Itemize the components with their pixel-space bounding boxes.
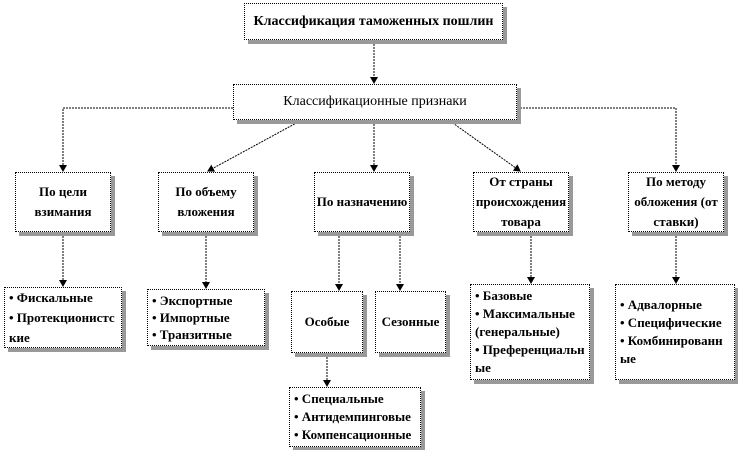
title-box: Классификация таможенных пошлин xyxy=(244,3,503,40)
criteria-box: Классификационные признаки xyxy=(233,84,517,120)
list-item: • Преференциальные xyxy=(475,342,585,375)
criteria-label: Классификационные признаки xyxy=(283,94,467,109)
list-method: • Адвалорные • Специфические • Комбиниро… xyxy=(615,284,735,380)
category-label: По назначению xyxy=(316,194,408,209)
category-method: По методу обложения (от ставки) xyxy=(628,172,724,232)
list-item: • Импортные xyxy=(152,310,230,325)
list-item: • Антидемпинговые xyxy=(294,409,411,424)
list-item: • Компенсационные xyxy=(294,427,412,442)
child-label: Особые xyxy=(304,314,350,329)
list-origin: • Базовые • Максимальные (генеральные) •… xyxy=(470,284,590,380)
list-purpose: • Фискальные • Протекционистские xyxy=(4,287,122,348)
category-volume: По объему вложения xyxy=(158,172,254,232)
arrow xyxy=(59,107,233,172)
list-item: • Базовые xyxy=(475,288,533,303)
list-item: • Транзитные xyxy=(152,327,232,342)
list-item: • Специфические xyxy=(620,315,722,330)
category-label: По методу обложения (от ставки) xyxy=(634,174,718,229)
arrow xyxy=(207,120,301,172)
arrow xyxy=(517,107,680,172)
special-box: Особые xyxy=(291,291,363,353)
category-label: От страны происхождения товара xyxy=(475,174,567,229)
list-item: • Фискальные xyxy=(9,289,93,305)
category-label: По цели взимания xyxy=(34,184,92,219)
list-item: • Максимальные (генеральные) xyxy=(475,306,575,339)
category-label: По объему вложения xyxy=(175,184,237,219)
list-item: • Комбинированные xyxy=(620,333,723,366)
title: Классификация таможенных пошлин xyxy=(253,13,494,29)
child-label: Сезонные xyxy=(381,314,440,329)
list-special: • Специальные • Антидемпинговые • Компен… xyxy=(289,387,421,447)
list-volume: • Экспортные • Импортные • Транзитные xyxy=(147,289,265,346)
seasonal-box: Сезонные xyxy=(375,291,446,353)
category-purpose: По цели взимания xyxy=(15,172,111,232)
arrow xyxy=(449,120,521,172)
list-item: • Адвалорные xyxy=(620,297,702,312)
category-origin: От страны происхождения товара xyxy=(473,172,569,232)
list-item: • Специальные xyxy=(294,391,384,406)
list-item: • Экспортные xyxy=(152,293,233,308)
list-item: • Протекционистские xyxy=(9,309,115,345)
category-purpose-use: По назначению xyxy=(314,172,410,232)
